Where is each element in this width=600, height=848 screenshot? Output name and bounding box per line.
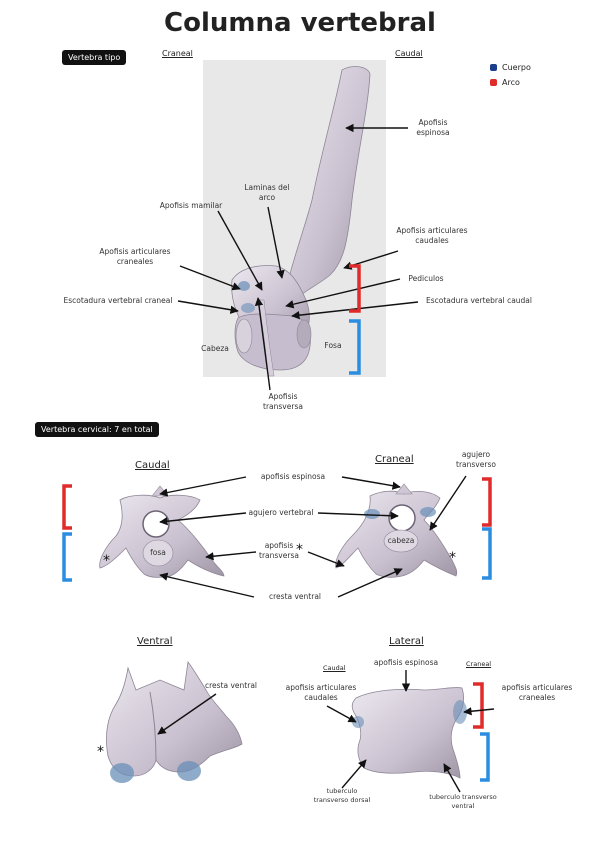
label-caudal-tipo: Caudal — [395, 49, 423, 58]
cervical-arrows — [159, 475, 467, 598]
label-lateral-espinosa: apofisis espinosa — [373, 658, 439, 667]
bracket-arco — [349, 264, 361, 313]
label-pediculos: Pediculos — [408, 274, 444, 283]
label-cabeza: Cabeza — [201, 344, 229, 353]
bracket-cuerpo-lateral — [480, 732, 490, 782]
label-tuberculo-dorsal: tuberculo transverso dorsal — [313, 787, 371, 804]
legend-swatch-blue — [490, 64, 497, 71]
view-title-caudal: Caudal — [135, 460, 170, 471]
arrow-cresta-ventral — [157, 693, 217, 735]
label-cresta-ventral-ventral: cresta ventral — [205, 681, 257, 690]
label-craneal-tipo: Craneal — [162, 49, 193, 58]
legend-swatch-red — [490, 79, 497, 86]
bracket-cuerpo — [349, 319, 361, 375]
lateral-arrows — [326, 670, 495, 793]
label-lateral-art-caudales: apofisis articulares caudales — [285, 683, 357, 703]
section-tag-cervical: Vertebra cervical: 7 en total — [35, 422, 159, 437]
legend-item-cuerpo: Cuerpo — [490, 60, 531, 75]
svg-text:*: * — [97, 744, 104, 760]
label-art-craneales: Apofisis articulares craneales — [99, 247, 171, 267]
label-apofisis-mamilar: Apofisis mamilar — [159, 201, 223, 210]
cervical-caudal-illustration — [99, 485, 225, 578]
svg-text:*: * — [103, 553, 110, 569]
label-lateral-art-craneales: apofisis articulares craneales — [501, 683, 573, 703]
label-fosa-cervical: fosa — [150, 548, 166, 557]
label-agujero-transverso: agujero transverso — [456, 450, 496, 470]
view-title-lateral: Lateral — [389, 636, 424, 647]
bracket-arco-craneal — [482, 477, 492, 527]
legend: Cuerpo Arco — [490, 60, 531, 90]
label-escotadura-caudal: Escotadura vertebral caudal — [426, 296, 532, 305]
label-laminas-arco: Laminas del arco — [244, 183, 290, 203]
label-cresta-ventral: cresta ventral — [269, 592, 321, 601]
bracket-cuerpo-craneal — [482, 527, 492, 580]
page-title: Columna vertebral — [164, 8, 436, 38]
cervical-craneal-illustration — [335, 483, 458, 578]
label-apofisis-transversa-cervical: apofisis transversa — [259, 541, 299, 561]
view-title-craneal: Craneal — [375, 454, 414, 465]
label-art-caudales: Apofisis articulares caudales — [396, 226, 468, 246]
legend-label: Cuerpo — [502, 63, 531, 72]
label-apofisis-transversa: Apofisis transversa — [263, 392, 303, 412]
bracket-cuerpo-caudal — [62, 532, 72, 582]
view-title-ventral: Ventral — [137, 636, 173, 647]
legend-label: Arco — [502, 78, 520, 87]
label-lateral-caudal: Caudal — [323, 664, 346, 672]
label-apofisis-espinosa-cervical: apofisis espinosa — [260, 472, 326, 481]
bracket-arco-lateral — [473, 682, 484, 729]
label-apofisis-espinosa: Apofisis espinosa — [416, 118, 450, 138]
bracket-arco-caudal — [62, 484, 72, 530]
typical-vertebra-arrows — [177, 123, 419, 391]
svg-text:*: * — [296, 542, 303, 558]
label-agujero-vertebral: agujero vertebral — [248, 508, 314, 517]
svg-text:*: * — [449, 550, 456, 566]
legend-item-arco: Arco — [490, 75, 531, 90]
label-cabeza-cervical: cabeza — [387, 536, 415, 545]
label-escotadura-craneal: Escotadura vertebral craneal — [63, 296, 173, 305]
cervical-lateral-illustration — [351, 687, 467, 779]
label-tuberculo-ventral: tuberculo transverso ventral — [429, 793, 497, 810]
label-lateral-craneal: Craneal — [466, 660, 492, 668]
section-tag-tipo: Vertebra tipo — [62, 50, 127, 65]
label-fosa: Fosa — [324, 341, 342, 350]
